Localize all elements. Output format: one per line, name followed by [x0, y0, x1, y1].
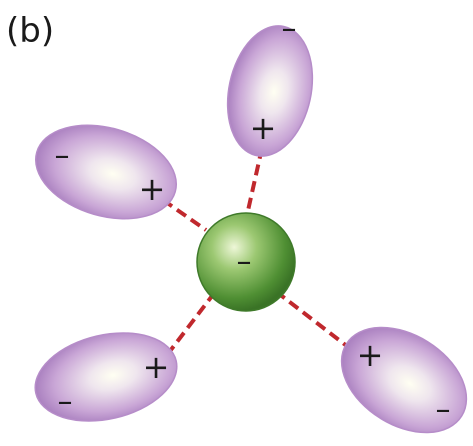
negative-sign: – — [282, 12, 297, 47]
water-molecule-bottom-left: + – — [34, 332, 178, 422]
bond-line-top — [245, 147, 264, 216]
positive-sign: + — [250, 109, 277, 147]
panel-label: (b) — [6, 11, 55, 51]
negative-sign: – — [436, 393, 451, 428]
bond-line-bottom-left — [165, 294, 214, 357]
water-molecule-bottom-right: + – — [340, 326, 468, 434]
positive-sign: + — [143, 348, 170, 386]
ion-charge-sign: – — [237, 245, 252, 280]
bond-line-left — [161, 198, 208, 232]
positive-sign: + — [139, 170, 166, 208]
water-molecule-left: – + — [34, 124, 178, 220]
central-ion: – — [196, 212, 296, 312]
positive-sign: + — [357, 336, 384, 374]
water-molecule-top: – + — [226, 12, 314, 157]
negative-sign: – — [55, 139, 70, 174]
negative-sign: – — [58, 385, 73, 420]
bond-line-bottom-right — [276, 291, 354, 352]
